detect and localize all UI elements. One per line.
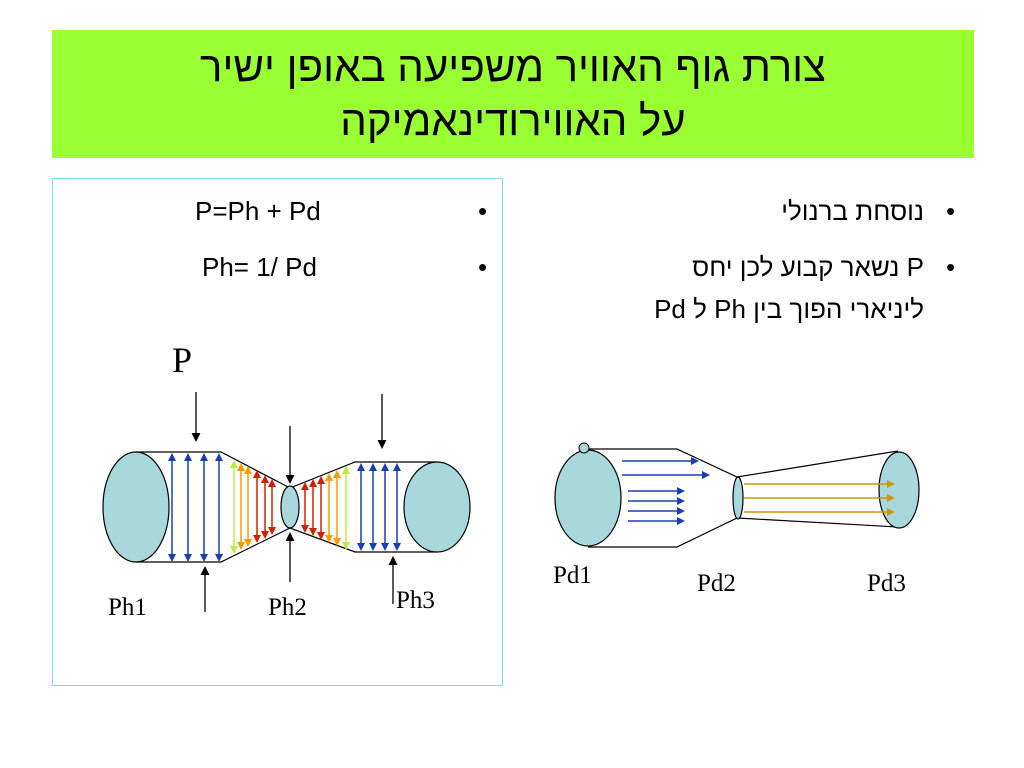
bullet-dot: • <box>478 252 488 282</box>
title-banner: צורת גוף האוויר משפיעה באופן ישיר על האו… <box>52 30 974 158</box>
tube-inlet <box>554 449 622 547</box>
bullet-constant-p-line2: ליניארי הפוך בין Ph ל Pd <box>654 294 924 324</box>
equation-inverse: Ph= 1/ Pd <box>202 252 317 282</box>
tube-throat <box>732 476 744 520</box>
label-pd1: Pd1 <box>553 562 592 589</box>
label-ph2: Ph2 <box>268 594 307 621</box>
venturi-diagram-left: P Ph1 Ph2 Ph3 <box>102 340 471 621</box>
tube-outlet <box>403 461 471 553</box>
bullet-bernoulli-formula: נוסחת ברנולי <box>781 196 924 226</box>
tube-inlet <box>102 451 170 563</box>
equation-bernoulli-sum: P=Ph + Pd <box>195 196 321 226</box>
dynamic-pressure-diagram-right: Pd1 Pd2 Pd3 <box>553 442 920 597</box>
label-pd2: Pd2 <box>697 570 736 597</box>
title-line-2: על האווירודינאמיקה <box>340 97 686 144</box>
tube-outline <box>136 451 437 489</box>
tube-throat <box>280 485 300 529</box>
bullet-dot: • <box>478 196 488 226</box>
bullet-dot: • <box>946 196 956 226</box>
bullet-constant-p-line1: P נשאר קבוע לכן יחס <box>692 252 924 282</box>
tube-outlet <box>878 451 920 529</box>
bullet-dot: • <box>946 252 956 282</box>
label-pd3: Pd3 <box>867 570 906 597</box>
label-p: P <box>172 340 192 380</box>
tube-outline <box>588 448 899 478</box>
title-line-1: צורת גוף האוויר משפיעה באופן ישיר <box>200 43 826 90</box>
label-ph1: Ph1 <box>108 594 147 621</box>
left-panel <box>52 178 503 686</box>
tube-outline <box>136 527 437 563</box>
small-bubble <box>578 442 590 454</box>
label-ph3: Ph3 <box>396 587 435 614</box>
tube-outline <box>588 517 899 548</box>
